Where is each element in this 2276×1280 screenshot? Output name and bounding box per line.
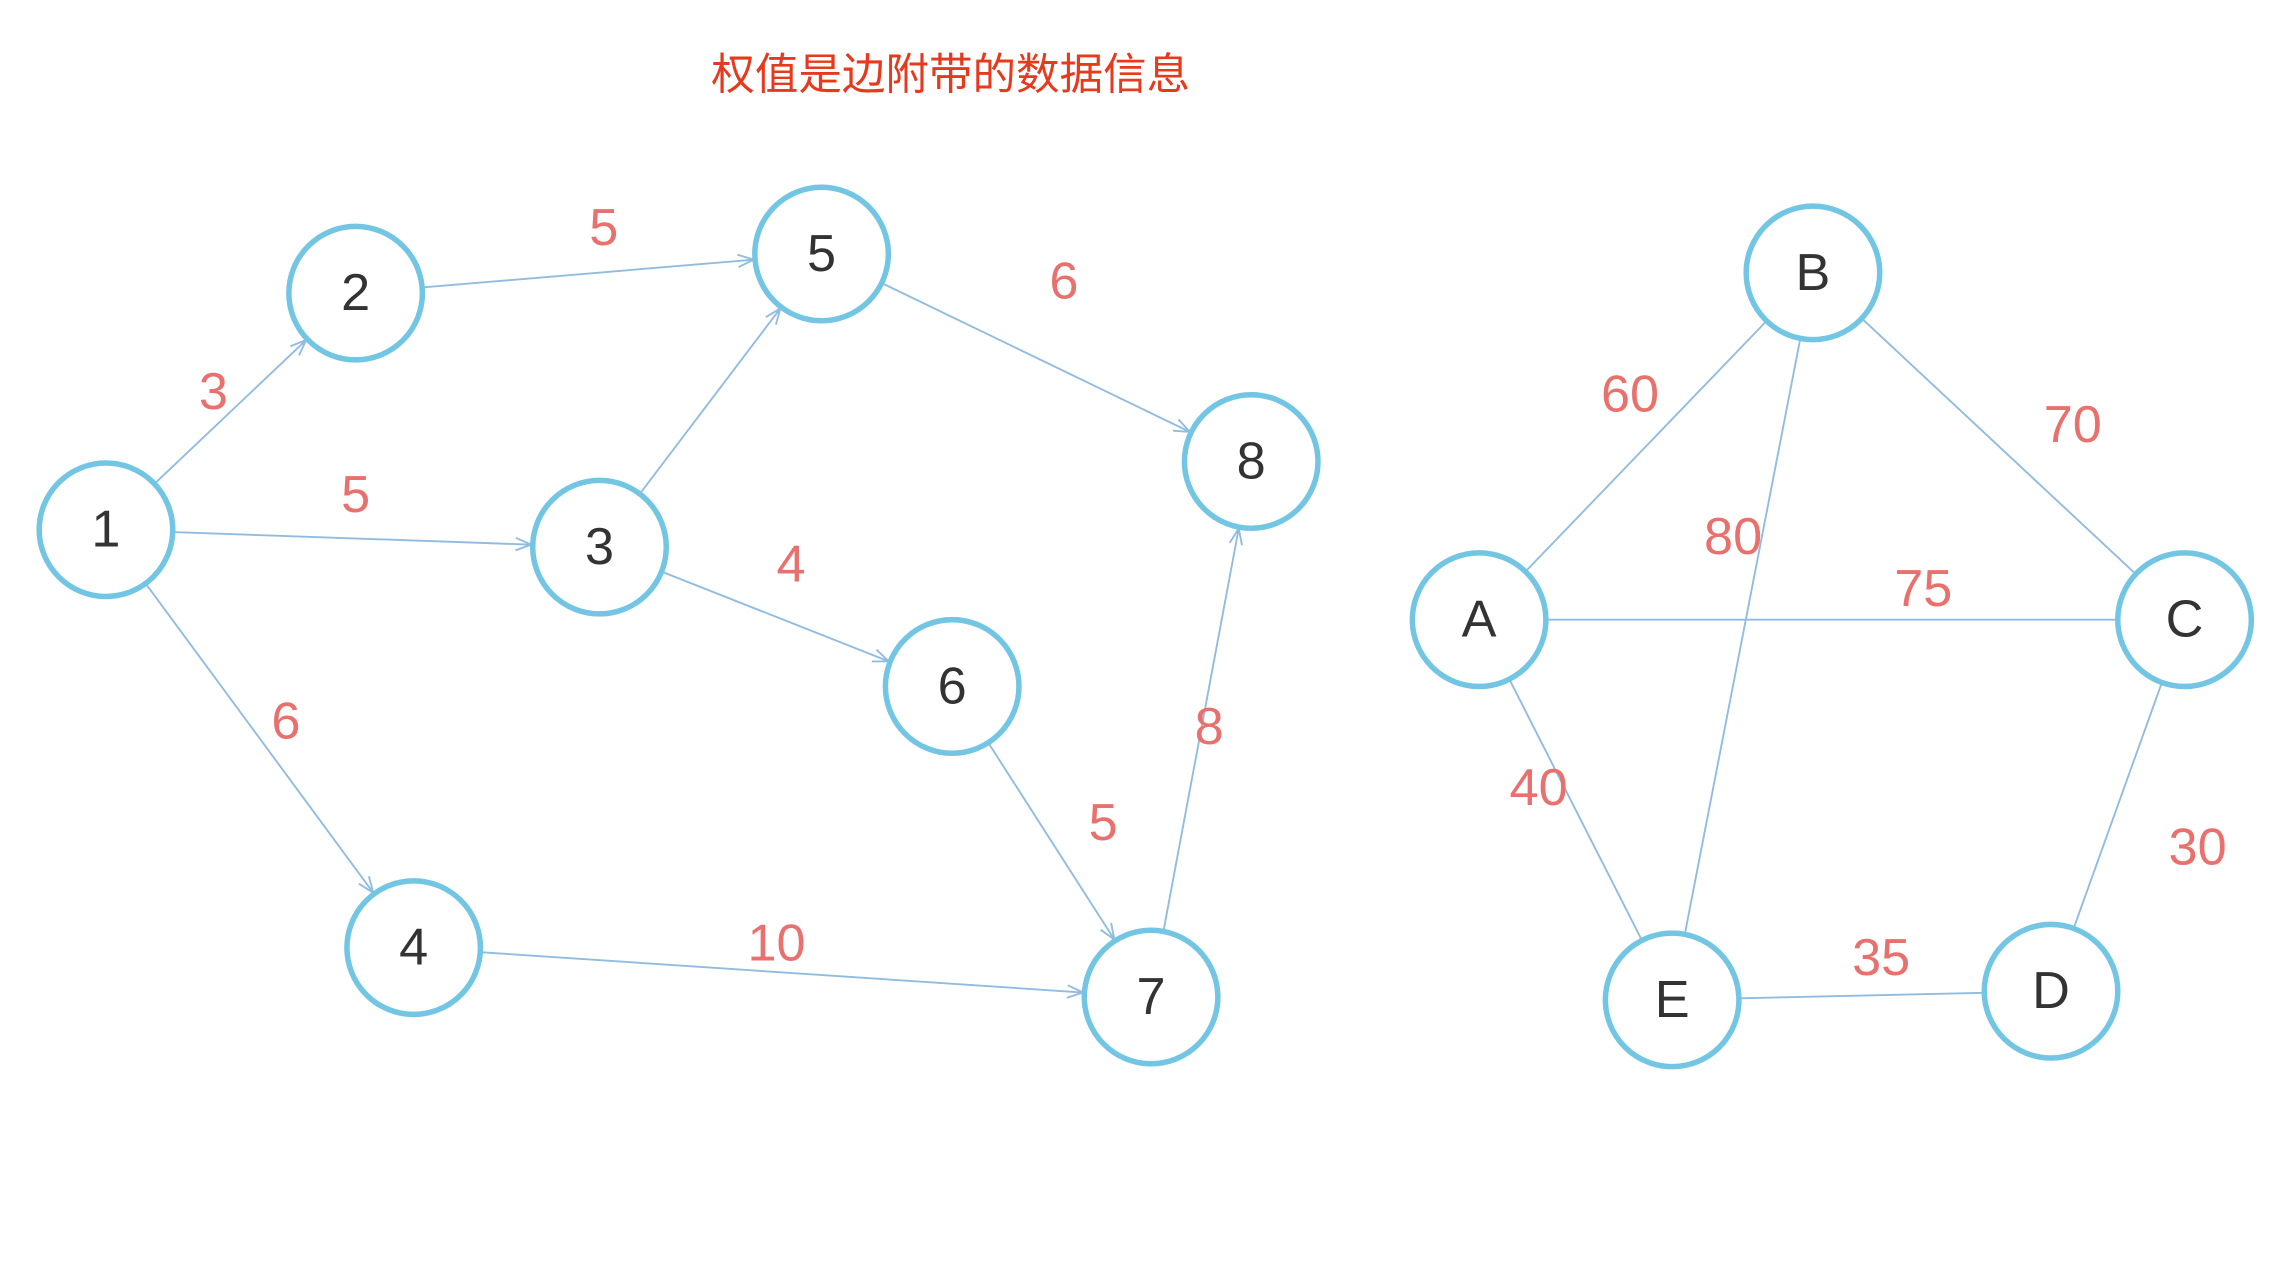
edge-A-E-weight-label: 40 (1510, 759, 1568, 817)
node-6: 6 (882, 616, 1022, 756)
node-6-label: 6 (938, 657, 967, 715)
edge-2-5-weight-label: 5 (589, 199, 618, 257)
directed-graph: 1 2 3 4 5 6 7 8 3 5 6 5 4 10 6 5 8 (36, 184, 1321, 1067)
node-2-label: 2 (341, 264, 370, 322)
node-5-label: 5 (807, 225, 836, 283)
node-5-circle (752, 184, 892, 324)
node-1: 1 (36, 460, 176, 600)
node-1-label: 1 (91, 501, 120, 559)
undirected-graph-edges (1508, 317, 2163, 1000)
node-B: B (1743, 203, 1883, 343)
edge-5-8-weight-label: 6 (1049, 253, 1078, 311)
node-3-label: 3 (585, 518, 614, 576)
node-8-circle (1181, 391, 1321, 532)
node-4: 4 (344, 878, 484, 1018)
edge-7-8 (1162, 529, 1238, 932)
node-D-circle (1981, 921, 2121, 1061)
edge-B-C (1861, 317, 2137, 575)
edge-1-2-weight-label: 3 (199, 363, 228, 421)
edge-6-7 (987, 742, 1114, 940)
node-8-label: 8 (1237, 432, 1266, 490)
node-D: D (1981, 921, 2121, 1061)
edge-B-E (1683, 338, 1802, 935)
edge-3-6-weight-label: 4 (777, 536, 806, 594)
node-8: 8 (1181, 391, 1321, 532)
node-3: 3 (529, 477, 670, 617)
node-A: A (1409, 550, 1549, 690)
node-6-circle (882, 616, 1022, 756)
edge-1-4 (144, 582, 374, 892)
node-4-label: 4 (399, 919, 428, 977)
node-B-label: B (1796, 244, 1831, 302)
edge-A-E (1508, 678, 1643, 941)
directed-graph-nodes: 1 2 3 4 5 6 7 8 (36, 184, 1321, 1067)
node-7-circle (1081, 927, 1221, 1067)
directed-graph-edges (144, 260, 1239, 993)
edge-3-5 (639, 308, 781, 495)
node-7: 7 (1081, 927, 1221, 1067)
edge-1-3-weight-label: 5 (341, 466, 370, 524)
node-B-circle (1743, 203, 1883, 343)
node-E-circle (1602, 930, 1742, 1070)
undirected-graph-nodes: A B C D E (1409, 203, 2255, 1070)
node-5: 5 (752, 184, 892, 324)
edge-2-5 (422, 260, 754, 289)
edge-A-B (1524, 320, 1768, 573)
node-C-label: C (2166, 591, 2204, 649)
node-D-label: D (2032, 962, 2070, 1020)
node-E: E (1602, 930, 1742, 1070)
node-C: C (2115, 550, 2255, 690)
edge-4-7 (480, 951, 1083, 992)
node-4-circle (344, 878, 484, 1018)
node-3-circle (529, 477, 670, 617)
edge-1-4-weight-label: 6 (271, 692, 300, 750)
node-E-label: E (1655, 971, 1690, 1029)
edge-E-D (1738, 991, 1985, 1000)
edge-4-7-weight-label: 10 (748, 914, 806, 972)
node-A-label: A (1462, 591, 1497, 649)
edge-C-D-weight-label: 30 (2169, 819, 2227, 877)
node-7-label: 7 (1137, 968, 1166, 1026)
edge-1-2 (153, 340, 306, 485)
edge-C-D (2072, 682, 2163, 929)
node-1-circle (36, 460, 176, 600)
figure-title: 权值是边附带的数据信息 (711, 50, 1190, 100)
edge-E-D-weight-label: 35 (1852, 929, 1910, 987)
edge-A-C-weight-label: 75 (1894, 560, 1952, 618)
edge-6-7-weight-label: 5 (1089, 794, 1118, 852)
node-2: 2 (286, 223, 426, 363)
edge-3-6 (661, 570, 889, 662)
edge-5-8 (881, 282, 1190, 432)
directed-graph-weights: 3 5 6 5 4 10 6 5 8 (199, 199, 1224, 972)
undirected-graph-weights: 60 75 40 70 80 30 35 (1510, 366, 2227, 987)
edge-A-B-weight-label: 60 (1601, 366, 1659, 424)
node-C-circle (2115, 550, 2255, 690)
node-2-circle (286, 223, 426, 363)
undirected-graph: A B C D E 60 75 40 70 80 30 35 (1409, 203, 2255, 1070)
edge-1-3 (172, 531, 532, 545)
edge-B-E-weight-label: 80 (1704, 508, 1762, 566)
edge-7-8-weight-label: 8 (1195, 698, 1224, 756)
node-A-circle (1409, 550, 1549, 690)
edge-B-C-weight-label: 70 (2044, 396, 2102, 454)
